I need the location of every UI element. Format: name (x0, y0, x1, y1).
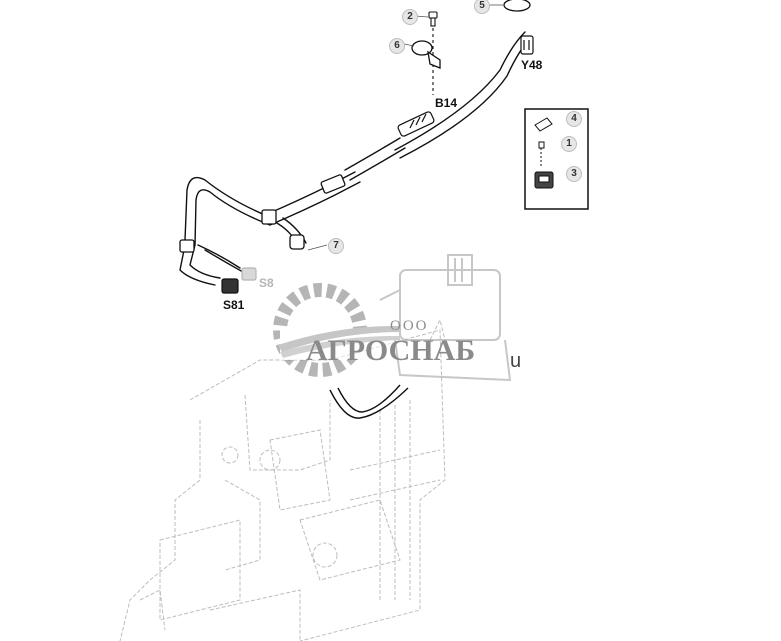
wiring-harness (179, 31, 531, 286)
harness-clamps (179, 174, 346, 253)
callout-5: 5 (474, 0, 490, 14)
clamp-trunk (261, 209, 277, 225)
connector-s81 (221, 278, 239, 294)
watermark-suffix: u (510, 350, 522, 372)
connector-s8-ghost (241, 267, 257, 281)
callout-4: 4 (566, 111, 582, 127)
callout-7: 7 (328, 238, 344, 254)
clamp-left (179, 239, 195, 253)
harness-lower-loop (329, 384, 409, 419)
callout-3: 3 (566, 166, 582, 182)
connector-b14 (397, 111, 435, 137)
label-s81: S81 (223, 298, 245, 312)
watermark-logo (273, 254, 512, 382)
connector-y48 (520, 35, 534, 55)
screw-part-1 (538, 141, 545, 149)
sleeve-junction (320, 174, 346, 194)
callout-1: 1 (561, 136, 577, 152)
watermark-prefix: ООО (390, 318, 429, 334)
sleeve-7 (289, 234, 305, 250)
label-y48: Y48 (521, 58, 543, 72)
bolt-part-2 (428, 11, 438, 95)
transmission-housing-ghost (119, 318, 446, 641)
clip-part-4 (534, 117, 553, 132)
label-b14: B14 (435, 96, 458, 110)
callout-2: 2 (402, 9, 418, 25)
callout-6: 6 (389, 38, 405, 54)
ring-part-5 (503, 0, 531, 12)
label-s8-ghost: S8 (259, 276, 274, 290)
watermark-name: АГРОСНАБ (306, 334, 476, 367)
clamp-part-6 (411, 40, 441, 69)
